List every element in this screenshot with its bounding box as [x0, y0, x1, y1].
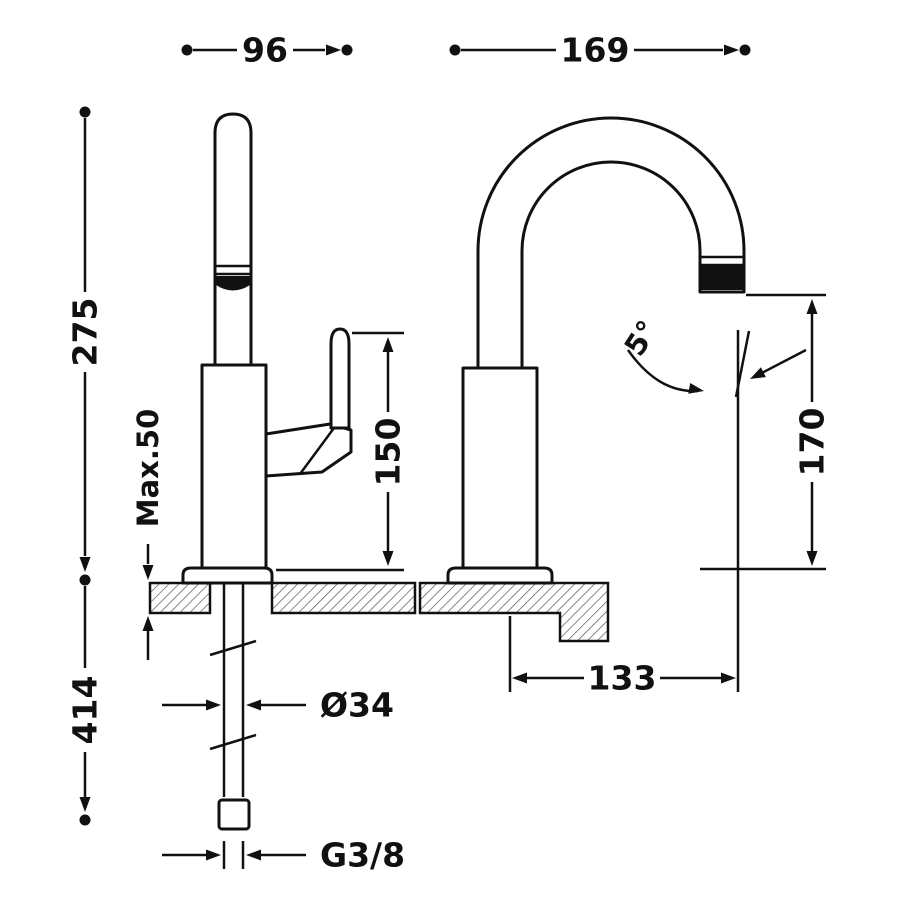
- arrowhead: [806, 299, 818, 314]
- dimension-133: 133: [508, 330, 740, 698]
- dim-endpoint-dot: [181, 44, 193, 56]
- faucet-body-side: [200, 363, 268, 570]
- break-mark-upper: [209, 639, 257, 657]
- arrowhead: [806, 551, 818, 566]
- arrowhead: [142, 616, 154, 631]
- arrowhead: [79, 797, 91, 812]
- arrowhead: [382, 337, 394, 352]
- dimension-170: 170: [700, 293, 832, 571]
- aerator-outlet: [216, 276, 250, 291]
- dimension-414: 414: [66, 586, 105, 826]
- faucet-front-view: [418, 116, 746, 643]
- faucet-side-view: [148, 112, 417, 831]
- dim-endpoint-dot: [341, 44, 353, 56]
- arrowhead: [206, 699, 221, 711]
- countertop-section-left-b: [270, 581, 417, 615]
- dimension-dia34-label: Ø34: [320, 686, 394, 725]
- dimension-max50: Max.50: [131, 409, 165, 660]
- dimension-133-label: 133: [588, 659, 657, 698]
- cartridge-split-line: [298, 427, 336, 475]
- handle-lever: [329, 327, 351, 430]
- dimension-170-label: 170: [793, 408, 832, 477]
- dimension-275-label: 275: [66, 298, 105, 367]
- arrowhead: [246, 699, 261, 711]
- dimension-150-label: 150: [369, 418, 408, 487]
- arrowhead: [326, 44, 341, 56]
- dimension-g38: G3/8: [162, 836, 405, 875]
- arrowhead: [688, 382, 704, 394]
- arrowhead: [79, 557, 91, 572]
- arrowhead: [206, 849, 221, 861]
- dimension-169-label: 169: [561, 31, 630, 70]
- countertop-section-left-a: [148, 581, 212, 615]
- arrowhead: [246, 849, 261, 861]
- countertop-section-right: [418, 581, 610, 643]
- mounting-nut: [217, 798, 251, 831]
- tilted-axis-line: [734, 330, 751, 398]
- faucet-body-front: [461, 366, 539, 570]
- base-flange-side: [181, 566, 274, 585]
- dimension-414-label: 414: [66, 676, 105, 745]
- dimension-96-label: 96: [242, 31, 288, 70]
- dimension-275: 275: [66, 106, 105, 586]
- dimension-g38-label: G3/8: [320, 836, 405, 875]
- outlet-tip: [701, 266, 743, 290]
- dimension-max50-label: Max.50: [131, 409, 165, 528]
- dimension-150: 150: [276, 331, 408, 572]
- gooseneck-spout: [476, 116, 746, 370]
- break-mark-lower: [209, 733, 257, 751]
- spout-pipe-side: [213, 112, 253, 367]
- arrowhead: [724, 44, 739, 56]
- arrowhead: [142, 565, 154, 580]
- arrowhead: [721, 672, 736, 684]
- arrowhead: [382, 551, 394, 566]
- arrowhead: [750, 367, 766, 379]
- dimension-dia34: Ø34: [162, 686, 394, 725]
- dimension-169: 169: [449, 31, 751, 70]
- angle-pointer-line: [755, 348, 807, 378]
- base-flange-front: [446, 566, 554, 585]
- dimension-96: 96: [181, 31, 353, 70]
- arrowhead: [512, 672, 527, 684]
